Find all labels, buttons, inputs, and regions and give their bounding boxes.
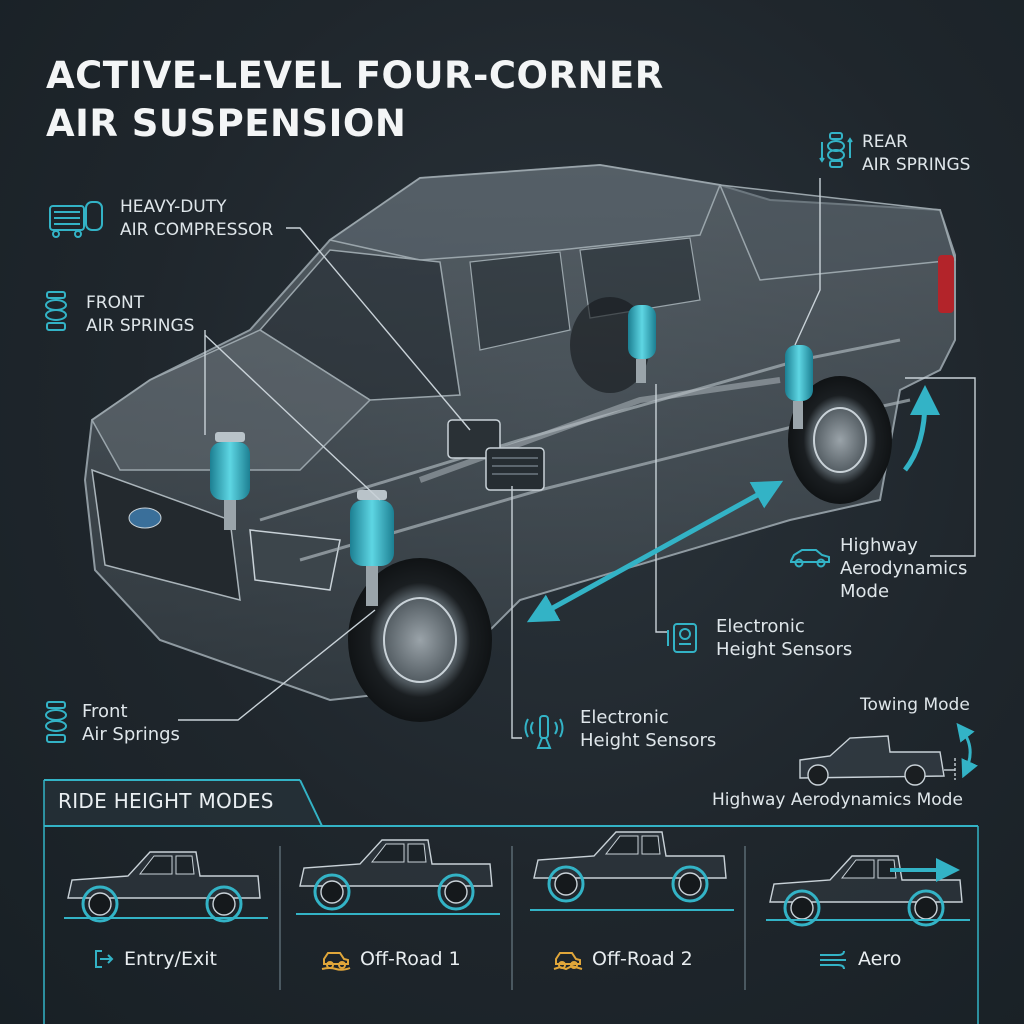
mode-truck-off-road-2: [530, 831, 734, 911]
mode-aero-label: Aero: [858, 948, 902, 970]
highway-mode-label-line-3: Mode: [840, 581, 890, 602]
front-springs-bottom-line-1: Front: [82, 701, 128, 722]
title-line-2: AIR SUSPENSION: [46, 102, 407, 145]
mode-entry-exit: Entry/Exit: [92, 944, 217, 974]
car-icon: [790, 549, 830, 568]
air-compressor-icon: [49, 201, 103, 238]
mode-off-road-2: Off-Road 2: [552, 944, 693, 974]
towing-sublabel: Highway Aerodynamics Mode: [712, 790, 963, 810]
lift-arrow: [903, 385, 940, 472]
wheels: [348, 297, 892, 722]
title-line-1: ACTIVE-LEVEL FOUR-CORNER: [46, 54, 664, 97]
mode-off-road-1-label: Off-Road 1: [360, 948, 461, 970]
offroad-vehicle-icon: [553, 952, 583, 971]
mode-truck-body: [533, 831, 727, 879]
mode-truck-window: [138, 855, 173, 875]
truck-body: [83, 163, 956, 702]
height-sensors-right-line-2: Height Sensors: [716, 639, 853, 660]
towing-mode-label: Towing Mode: [860, 695, 970, 715]
modes-panel-title: RIDE HEIGHT MODES: [58, 789, 274, 813]
front-springs-label-line-2: AIR SPRINGS: [86, 316, 195, 336]
mode-truck-window: [175, 855, 195, 875]
modes-panel: [43, 779, 979, 1024]
compressor-label: HEAVY-DUTY AIR COMPRESSOR: [120, 196, 273, 242]
offroad-vehicle-icon: [321, 952, 351, 971]
height-sensors-right-label: Electronic Height Sensors: [716, 615, 852, 661]
mode-truck-body: [67, 851, 261, 899]
highway-mode-label: Highway Aerodynamics Mode: [840, 534, 967, 603]
mode-truck-wheel: [212, 892, 236, 916]
mode-truck-wheel: [554, 872, 578, 896]
mode-truck-window: [604, 835, 639, 855]
mode-truck-wheel-arch: [313, 873, 351, 911]
mode-truck-wheel-arch: [783, 889, 821, 927]
mode-truck-aero: [766, 855, 970, 927]
mode-truck-window: [877, 859, 897, 879]
mode-truck-window: [407, 843, 427, 863]
entry-exit-icon: [95, 950, 114, 968]
mode-truck-window: [370, 843, 405, 863]
height-sensors-right-line-1: Electronic: [716, 616, 805, 637]
sensor-signal-icon: [524, 715, 564, 749]
air-spring-front-left: [210, 432, 250, 530]
front-springs-label: FRONT AIR SPRINGS: [86, 292, 194, 338]
mode-truck-wheel-arch: [907, 889, 945, 927]
height-sensors-center-label: Electronic Height Sensors: [580, 706, 716, 752]
mode-truck-wheel-arch: [437, 873, 475, 911]
mode-truck-wheel: [320, 880, 344, 904]
air-spring-rear-right: [785, 345, 813, 429]
mode-aero: Aero: [818, 944, 901, 974]
length-arrow: [526, 480, 784, 623]
front-air-spring-bottom-icon: [45, 701, 67, 743]
compressor-unit: [447, 419, 545, 491]
mode-truck-window: [641, 835, 661, 855]
mode-truck-entry-exit: [64, 851, 268, 923]
mode-truck-window: [840, 859, 875, 879]
wind-icon: [820, 950, 846, 970]
mode-off-road-1: Off-Road 1: [320, 944, 461, 974]
mode-entry-exit-label: Entry/Exit: [124, 948, 217, 970]
height-sensors-center-line-1: Electronic: [580, 707, 669, 728]
rear-springs-label-line-1: REAR: [862, 132, 908, 152]
height-sensor-icon: [667, 623, 697, 653]
mode-truck-wheel: [444, 880, 468, 904]
compressor-label-line-1: HEAVY-DUTY: [120, 197, 227, 217]
mode-truck-wheel: [88, 892, 112, 916]
mode-truck-wheel: [790, 896, 814, 920]
mode-truck-off-road-1: [296, 839, 500, 915]
front-springs-bottom-label: Front Air Springs: [82, 700, 180, 746]
rear-air-spring-icon: [819, 132, 853, 168]
towing-truck: [799, 722, 978, 786]
height-sensors-center-line-2: Height Sensors: [580, 730, 717, 751]
mode-off-road-2-label: Off-Road 2: [592, 948, 693, 970]
leader-lines: [178, 178, 976, 739]
highway-mode-label-line-2: Aerodynamics: [840, 558, 968, 579]
mode-truck-wheel: [914, 896, 938, 920]
compressor-label-line-2: AIR COMPRESSOR: [120, 220, 274, 240]
mode-truck-body: [769, 855, 963, 903]
mode-truck-wheel: [678, 872, 702, 896]
rear-springs-label-line-2: AIR SPRINGS: [862, 155, 971, 175]
front-air-spring-icon: [45, 291, 67, 331]
mode-truck-wheel-arch: [547, 865, 585, 903]
front-springs-label-line-1: FRONT: [86, 293, 145, 313]
air-spring-front-right: [350, 490, 394, 606]
mode-truck-wheel-arch: [205, 885, 243, 923]
mode-truck-body: [299, 839, 493, 887]
mode-truck-wheel-arch: [81, 885, 119, 923]
page-title: ACTIVE-LEVEL FOUR-CORNER AIR SUSPENSION: [46, 52, 664, 148]
rear-springs-label: REAR AIR SPRINGS: [862, 131, 970, 177]
front-springs-bottom-line-2: Air Springs: [82, 724, 180, 745]
mode-truck-wheel-arch: [671, 865, 709, 903]
highway-mode-label-line-1: Highway: [840, 535, 918, 556]
air-spring-rear-left: [628, 305, 656, 383]
